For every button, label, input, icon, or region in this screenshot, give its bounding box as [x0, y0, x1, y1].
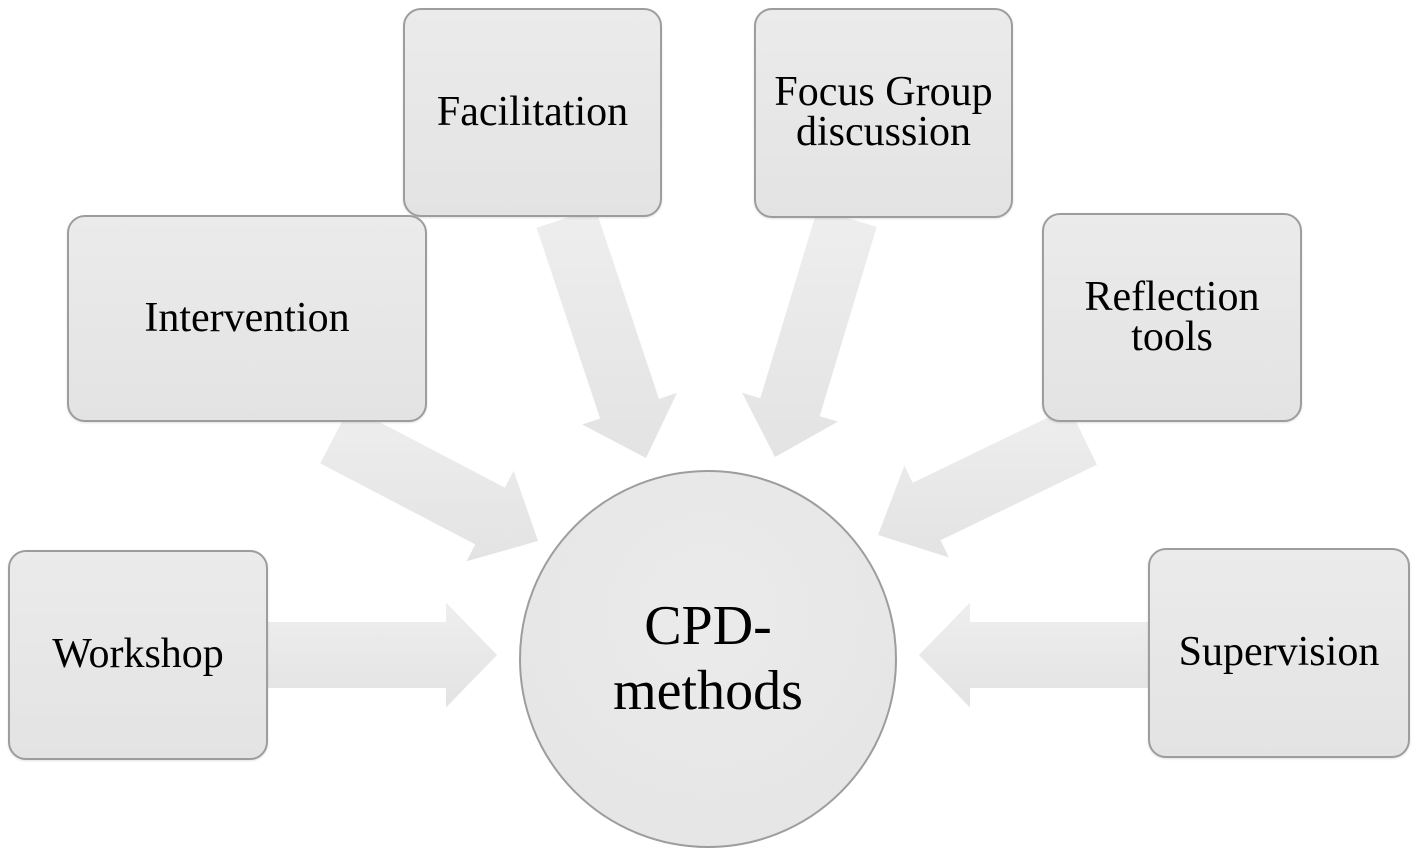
cpd-methods-line-2: methods [613, 660, 803, 722]
node-facilitation: Facilitation [403, 8, 662, 217]
arrow-intervention-to-cpd-methods [320, 406, 538, 562]
node-cpd-methods-center: CPD- methods [519, 470, 897, 848]
arrow-focus-group-to-cpd-methods [742, 209, 877, 457]
node-intervention: Intervention [67, 215, 427, 422]
node-focus-group-discussion-label: Focus Group discussion [774, 69, 993, 155]
arrow-supervision-to-cpd-methods [919, 602, 1148, 708]
node-facilitation-label: Facilitation [436, 88, 629, 135]
arrow-reflection-tools-to-cpd-methods [878, 407, 1097, 558]
node-supervision-label: Supervision [1178, 629, 1380, 676]
node-reflection-tools-label: Reflection tools [1084, 273, 1260, 360]
node-workshop-label: Workshop [52, 631, 224, 678]
arrow-facilitation-to-cpd-methods [536, 208, 677, 458]
node-reflection-tools: Reflection tools [1042, 213, 1302, 422]
node-intervention-label: Intervention [144, 294, 350, 341]
node-focus-group-discussion: Focus Group discussion [754, 8, 1013, 218]
node-workshop: Workshop [8, 550, 268, 760]
cpd-methods-line-1: CPD- [644, 595, 772, 658]
node-supervision: Supervision [1148, 548, 1410, 758]
arrow-workshop-to-cpd-methods [268, 602, 497, 708]
